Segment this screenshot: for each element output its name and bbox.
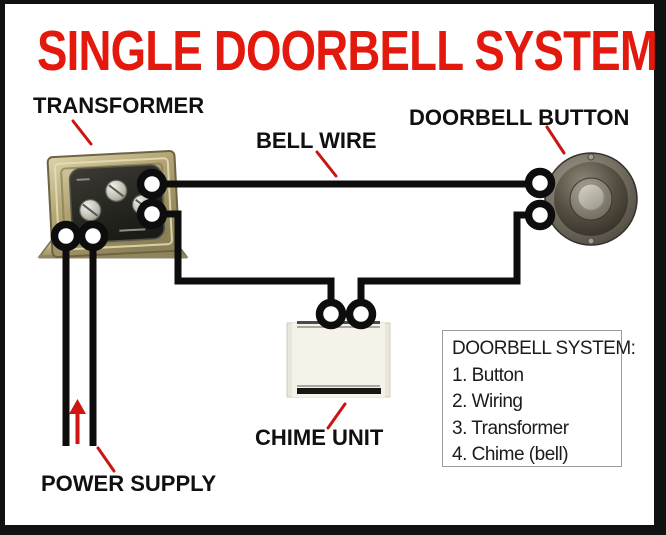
connection-terminal [77,220,109,252]
pointer-line-bell-wire [315,150,338,178]
doorbell-system-legend: DOORBELL SYSTEM: 1. Button 2. Wiring 3. … [442,330,636,467]
legend-item: 1. Button [452,364,524,386]
up-arrow-icon [69,399,86,444]
bell-wire-label: BELL WIRE [256,128,377,153]
connection-terminal [136,198,168,230]
pointer-line-chime-unit [326,402,347,430]
connection-terminal [315,298,347,330]
connection-terminal [50,220,82,252]
chime-unit-label: CHIME UNIT [255,425,384,450]
power-supply-label: POWER SUPPLY [41,471,217,496]
terminal-screw-icon [105,179,128,202]
pointer-line-power-supply [96,446,116,473]
connection-terminal [136,168,168,200]
button-screw-icon [587,237,595,245]
legend-item: 2. Wiring [452,391,523,412]
diagram-title: SINGLE DOORBELL SYSTEM [37,19,658,83]
chime-unit-illustration [286,321,391,398]
doorbell-button-label: DOORBELL BUTTON [409,105,630,130]
legend-heading: DOORBELL SYSTEM: [452,338,636,359]
terminal-screw-icon [79,199,102,222]
connection-terminal [345,298,377,330]
legend-item: 3. Transformer [452,417,569,439]
pointer-line-transformer [71,119,93,146]
connection-terminal [524,167,556,199]
pointer-line-doorbell-button [545,125,566,155]
doorbell-button-illustration [544,152,638,246]
connection-terminal [524,199,556,231]
wire-button-to-chime [357,211,540,314]
button-screw-icon [587,153,595,161]
wire-transformer-to-chime [152,210,335,314]
legend-item: 4. Chime (bell) [452,444,569,465]
transformer-label: TRANSFORMER [33,93,205,118]
